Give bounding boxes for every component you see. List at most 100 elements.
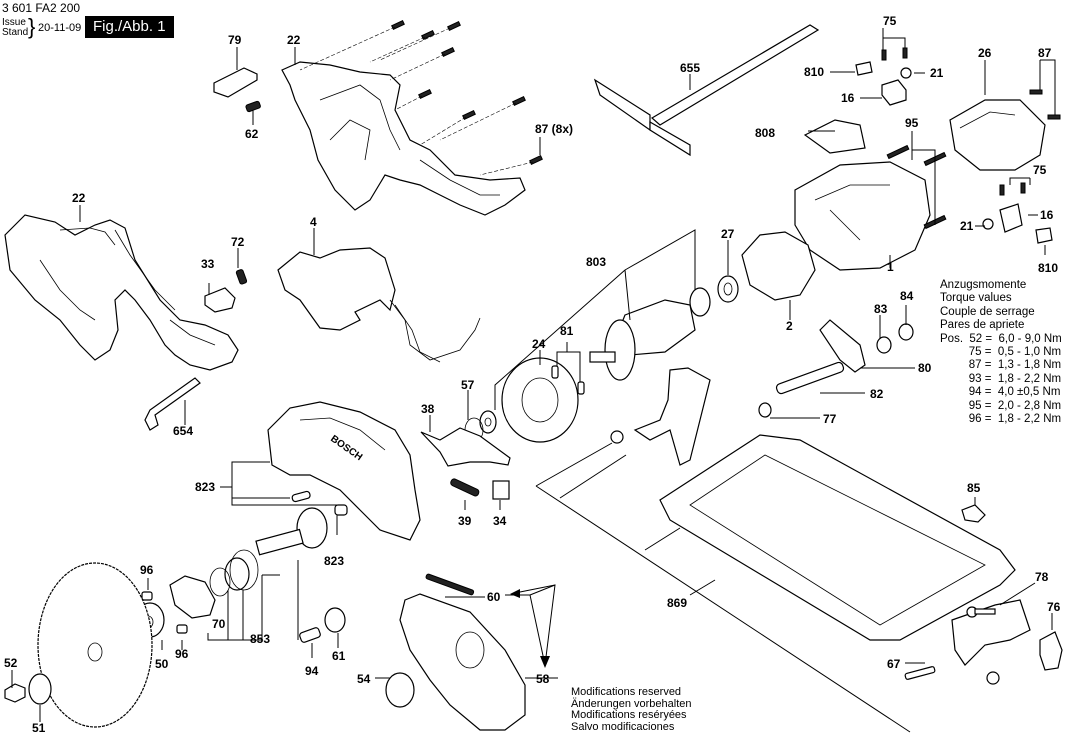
pin-67 bbox=[904, 666, 936, 680]
button-33 bbox=[204, 287, 236, 313]
callout-62: 62 bbox=[245, 127, 259, 141]
callout-4: 4 bbox=[310, 215, 317, 229]
screws-87-cover bbox=[1029, 89, 1061, 120]
callout-654: 654 bbox=[173, 424, 193, 438]
lever-38 bbox=[420, 427, 511, 467]
spring-60 bbox=[425, 573, 475, 596]
callout-21: 21 bbox=[930, 66, 944, 80]
callout-70: 70 bbox=[212, 617, 226, 631]
callout-869: 869 bbox=[667, 596, 687, 610]
callout-81: 81 bbox=[560, 324, 574, 338]
cap-79 bbox=[213, 67, 258, 98]
callout-33: 33 bbox=[201, 257, 215, 271]
cap-screw bbox=[986, 671, 1000, 685]
torque-title-es: Pares de apriete bbox=[940, 319, 1025, 332]
saw-blade bbox=[37, 562, 153, 728]
callout-94: 94 bbox=[305, 664, 319, 678]
callout-38: 38 bbox=[421, 402, 435, 416]
flange-70 bbox=[169, 575, 216, 619]
callout-67: 67 bbox=[887, 657, 901, 671]
blade-guard-housing: BOSCH bbox=[267, 401, 421, 541]
slider-34 bbox=[492, 480, 510, 500]
nut-83 bbox=[876, 336, 892, 354]
callout-1: 1 bbox=[887, 260, 894, 274]
callout-27: 27 bbox=[721, 227, 735, 241]
torque-row: 95 = 2,0 - 2,8 Nm bbox=[940, 399, 1062, 412]
knob-76 bbox=[1039, 631, 1063, 671]
depth-gauge bbox=[610, 367, 711, 466]
issue-date: 20-11-09 bbox=[38, 22, 82, 34]
torque-row: 94 = 4,0 ±0,5 Nm bbox=[940, 386, 1061, 399]
fan-cover-26 bbox=[949, 99, 1046, 171]
threaded-rod-82 bbox=[775, 361, 845, 395]
ring-54 bbox=[385, 672, 415, 708]
callout-810: 810 bbox=[804, 65, 824, 79]
callout-52: 52 bbox=[4, 656, 18, 670]
bolt-94 bbox=[299, 627, 321, 643]
figure-label: Fig./Abb. 1 bbox=[85, 16, 174, 38]
modifications-de: Änderungen vorbehalten bbox=[571, 697, 692, 710]
callout-87: 87 bbox=[1038, 46, 1052, 60]
arrow-60 bbox=[510, 584, 556, 668]
callout-58: 58 bbox=[536, 672, 550, 686]
callout-82: 82 bbox=[870, 387, 884, 401]
washer-77 bbox=[758, 402, 772, 418]
torque-title-de: Anzugsmomente bbox=[940, 279, 1027, 291]
callout-labels: 79 22 62 87 (8x) 655 75 810 21 16 26 87 … bbox=[4, 14, 1061, 734]
callout-78: 78 bbox=[1035, 570, 1049, 584]
torque-values-table: Anzugsmomente Torque values Couple de se… bbox=[940, 279, 1062, 426]
stand-label: Stand bbox=[2, 27, 29, 38]
spindle-assembly-853 bbox=[209, 507, 328, 597]
callout-85: 85 bbox=[967, 481, 981, 495]
torque-row: 93 = 1,8 - 2,2 Nm bbox=[940, 372, 1062, 385]
callout-54: 54 bbox=[357, 672, 371, 686]
clamping-flange-51 bbox=[28, 673, 52, 705]
spring-39 bbox=[450, 478, 480, 497]
bolt-52 bbox=[4, 683, 26, 703]
stator-2 bbox=[741, 231, 816, 301]
callout-51: 51 bbox=[32, 721, 46, 734]
modifications-es: Salvo modificaciones bbox=[571, 720, 675, 733]
issue-stand-label: Issue Stand bbox=[2, 18, 28, 38]
callout-76: 76 bbox=[1047, 600, 1061, 614]
screws-96 bbox=[141, 591, 188, 634]
lower-guard-58 bbox=[399, 593, 526, 731]
brace: } bbox=[28, 14, 36, 39]
callout-80: 80 bbox=[918, 361, 932, 375]
callout-72: 72 bbox=[231, 235, 245, 249]
callout-22b: 22 bbox=[72, 191, 86, 205]
torque-title-en: Torque values bbox=[940, 292, 1012, 305]
carbon-brush-810 bbox=[855, 61, 1053, 244]
torque-row: 75 = 0,5 - 1,0 Nm bbox=[940, 346, 1062, 359]
sleeve-61 bbox=[324, 607, 346, 633]
modifications-fr: Modifications reséryées bbox=[571, 709, 687, 722]
issue-label: Issue bbox=[2, 17, 26, 28]
base-plate-869 bbox=[659, 434, 1016, 641]
callout-26: 26 bbox=[978, 46, 992, 60]
spring-72 bbox=[235, 269, 248, 285]
switch-4 bbox=[277, 247, 481, 363]
torque-title-fr: Couple de serrage bbox=[940, 305, 1035, 318]
spring-clip-21 bbox=[900, 67, 994, 230]
pin-823 bbox=[291, 490, 348, 516]
armature-803 bbox=[589, 287, 711, 381]
torque-row: 87 = 1,3 - 1,8 Nm bbox=[940, 359, 1062, 372]
callout-34: 34 bbox=[493, 514, 507, 528]
parallel-guide-655 bbox=[593, 24, 820, 157]
callout-57: 57 bbox=[461, 378, 475, 392]
spring-62 bbox=[245, 100, 261, 113]
callout-16b: 16 bbox=[1040, 208, 1054, 222]
callout-22: 22 bbox=[287, 33, 301, 47]
modifications-notice: Modifications reserved Änderungen vorbeh… bbox=[571, 686, 692, 733]
brush-holder-16 bbox=[881, 79, 1023, 233]
nut-84 bbox=[898, 323, 914, 341]
label-808 bbox=[803, 119, 866, 154]
callout-808: 808 bbox=[755, 126, 775, 140]
callout-810b: 810 bbox=[1038, 261, 1058, 275]
torque-row: Pos. 52 = 6,0 - 9,0 Nm bbox=[940, 332, 1062, 345]
callout-853: 853 bbox=[250, 632, 270, 646]
wing-screw-85 bbox=[961, 504, 986, 523]
bearing-27 bbox=[717, 275, 739, 303]
modifications-en: Modifications reserved bbox=[571, 686, 682, 698]
